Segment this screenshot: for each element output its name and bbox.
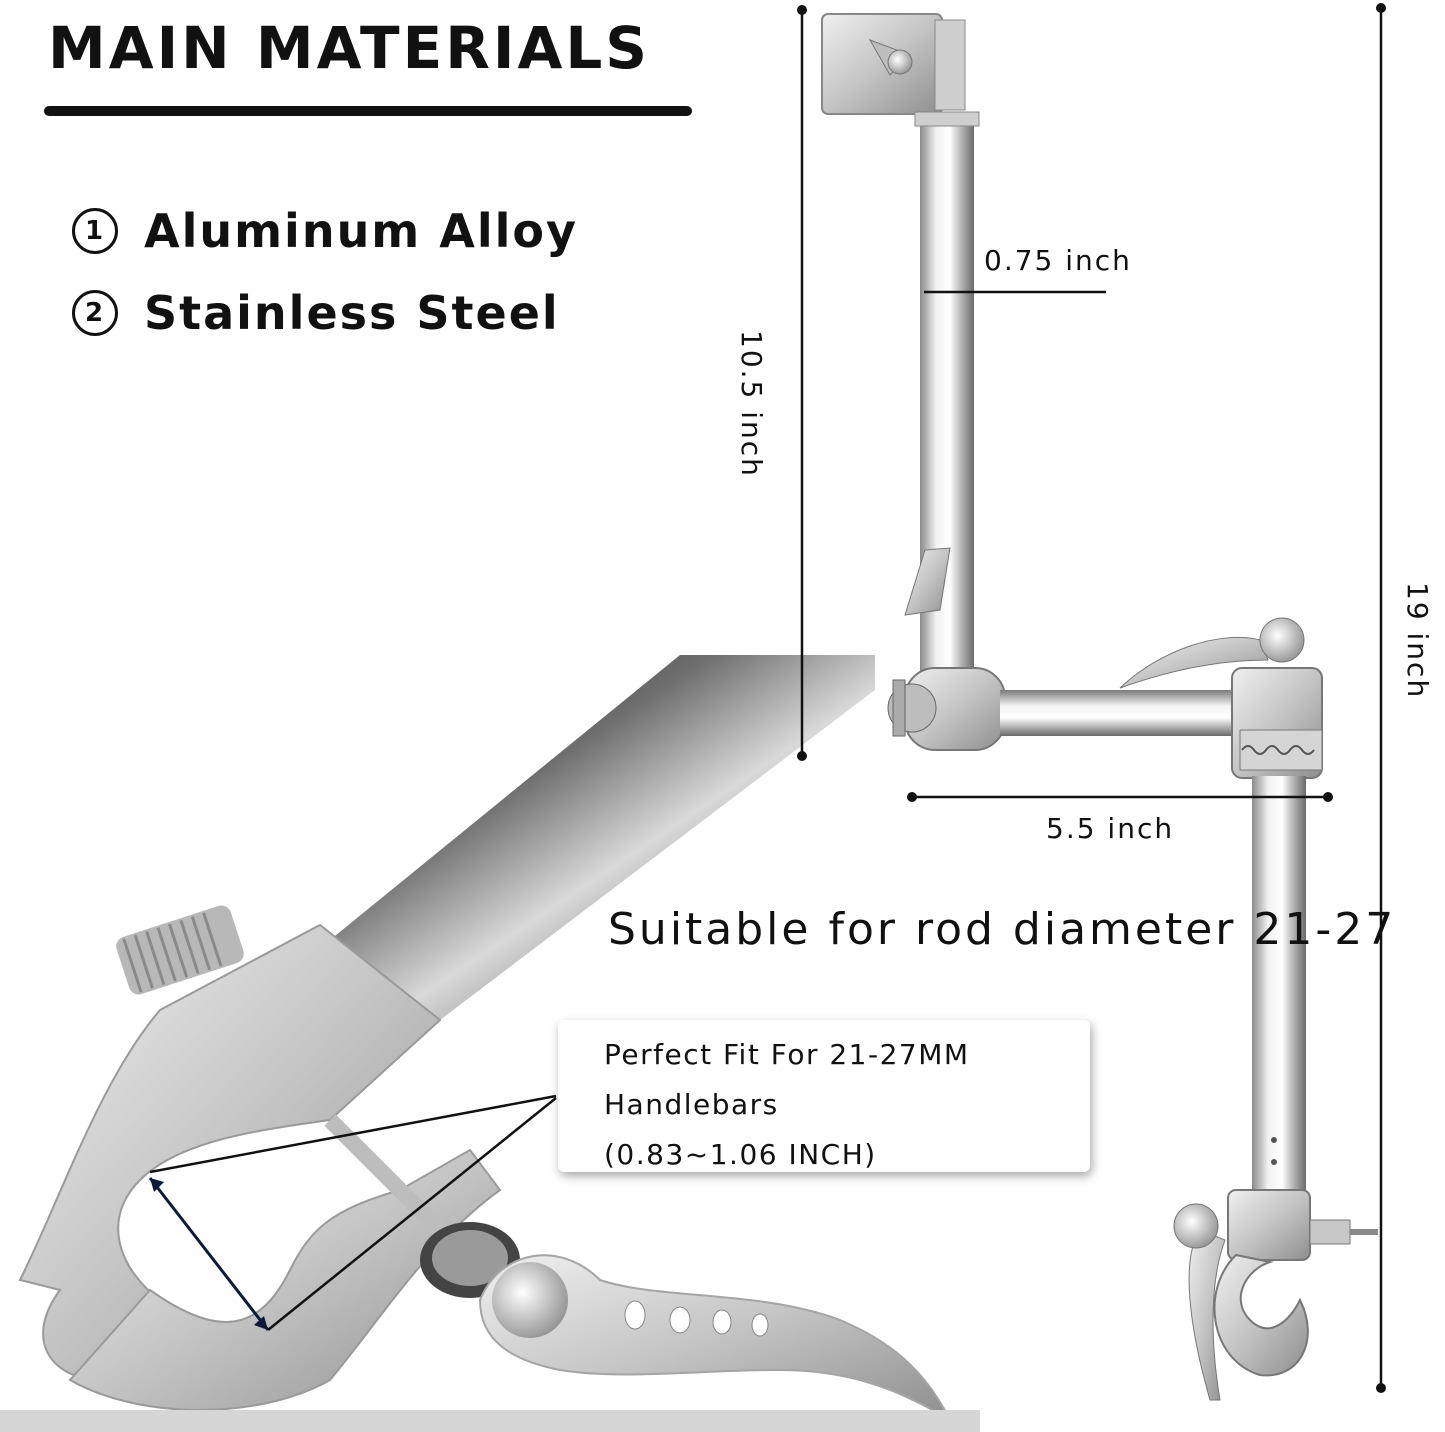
material-label: Stainless Steel (144, 286, 560, 340)
lower-vertical-tube (1252, 776, 1306, 1196)
callout-line-2: Handlebars (604, 1088, 779, 1121)
holder-assembly (821, 13, 1378, 1401)
dimension-lines (800, 8, 1383, 1388)
upper-height-label: 10.5 inch (735, 330, 768, 478)
circled-number-marker: 2 (72, 290, 118, 336)
total-height-label: 19 inch (1401, 582, 1434, 700)
suitable-rod-text: Suitable for rod diameter 21-27 (608, 904, 1397, 955)
callout-pointer-bottom (267, 1097, 557, 1331)
closeup-lower-jaw (68, 1148, 502, 1411)
callout-line-3: (0.83~1.06 INCH) (604, 1138, 877, 1171)
page-title: MAIN MATERIALS (48, 14, 651, 82)
material-item-aluminum: 1 Aluminum Alloy (72, 204, 578, 258)
callout-line-1: Perfect Fit For 21-27MM (604, 1038, 970, 1071)
closeup-tube (330, 655, 875, 1020)
title-underline (44, 106, 692, 116)
clamp-closeup (0, 655, 980, 1432)
circled-number-marker: 1 (72, 208, 118, 254)
top-bracket (821, 13, 943, 115)
tube-diameter-label: 0.75 inch (984, 244, 1132, 277)
horizontal-length-label: 5.5 inch (1046, 812, 1175, 845)
diameter-arrow (148, 1177, 270, 1331)
fit-callout-box: Perfect Fit For 21-27MM Handlebars (0.83… (558, 1020, 1090, 1172)
horizontal-tube (1000, 690, 1240, 736)
material-label: Aluminum Alloy (144, 204, 578, 258)
callout-pointer-top (149, 1094, 557, 1174)
bottom-clamp (1227, 1189, 1311, 1261)
material-item-stainless: 2 Stainless Steel (72, 286, 560, 340)
